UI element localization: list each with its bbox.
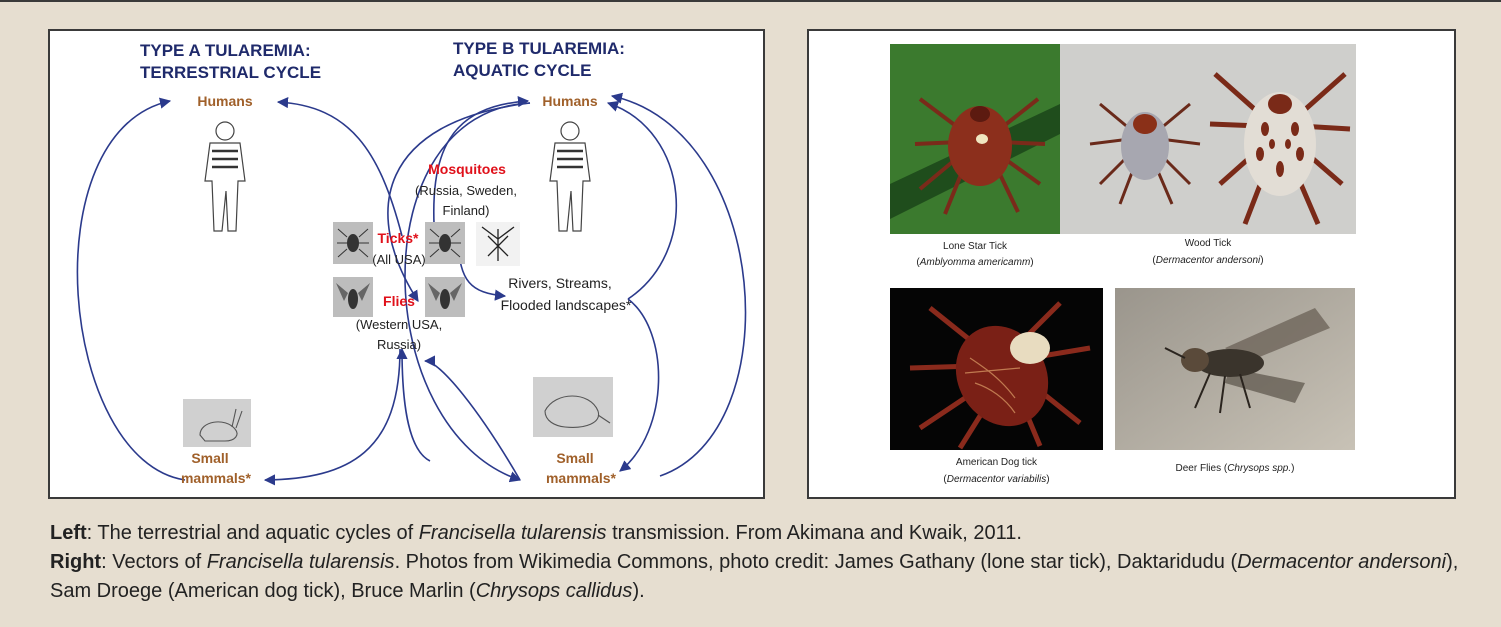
caption-right-italic: Francisella tularensis — [207, 551, 395, 573]
type-a-title-line-2: TERRESTRIAL CYCLE — [140, 63, 321, 82]
ticks-region: (All USA) — [372, 252, 425, 267]
caption-left-text-2: transmission. From Akimana and Kwaik, 20… — [607, 522, 1022, 544]
arrow-up-to-flies — [402, 349, 430, 461]
deer-fly-latin: Chrysops spp. — [1227, 463, 1291, 474]
caption-left-label: Left — [50, 522, 87, 544]
humans-label-b: Humans — [542, 93, 597, 109]
caption-left-line: Left: The terrestrial and aquatic cycles… — [50, 519, 1470, 548]
american-dog-tick-latin: Dermacentor variabilis — [947, 474, 1046, 485]
arrow-mammals-to-humans-left — [77, 101, 185, 480]
type-a-title-line-1: TYPE A TULAREMIA: — [140, 41, 311, 60]
mammals-a-line-2: mammals* — [181, 470, 252, 486]
flies-region-line-2: Russia) — [377, 337, 421, 352]
american-dog-tick-photo — [890, 288, 1103, 450]
mammals-b-line-1: Small — [556, 450, 593, 466]
wood-tick-photo — [1060, 44, 1356, 234]
arrow-loop-humans-b-to-water — [388, 103, 530, 301]
wood-tick-latin-wrap: (Dermacentor andersoni) — [1060, 255, 1356, 266]
humans-label-a: Humans — [197, 93, 252, 109]
type-b-title-line-2: AQUATIC CYCLE — [453, 61, 592, 80]
caption-right-text-4: ). — [632, 580, 644, 602]
lone-star-tick-icon — [890, 44, 1060, 234]
american-dog-tick-latin-wrap: (Dermacentor variabilis) — [890, 474, 1103, 485]
water-label-line-2: Flooded landscapes* — [501, 297, 632, 313]
arrow-mammals-b-to-mammals-a — [425, 361, 520, 480]
wood-tick-name: Wood Tick — [1060, 238, 1356, 249]
caption-right-italic-3: Chrysops callidus — [476, 580, 633, 602]
human-figure-b-icon — [550, 122, 590, 231]
tick-thumbnail-1-icon — [333, 222, 373, 264]
tick-thumbnail-2-icon — [425, 222, 465, 264]
wood-tick-icon — [1060, 44, 1356, 234]
arrow-vectors-to-humans-a — [278, 102, 402, 236]
flies-label: Flies — [383, 293, 415, 309]
ticks-label: Ticks* — [378, 230, 420, 246]
lone-star-tick-name: Lone Star Tick — [890, 241, 1060, 252]
arrow-outer-mammals-b-to-humans-b — [612, 96, 746, 476]
lone-star-tick-latin: Amblyomma americamm — [920, 257, 1031, 268]
arrow-loop-humans-b-to-mammals-b — [405, 103, 530, 480]
caption-right-italic-2: Dermacentor andersoni — [1237, 551, 1446, 573]
arrow-water-to-humans-b — [608, 103, 676, 299]
mammals-a-line-1: Small — [191, 450, 228, 466]
figure-caption: Left: The terrestrial and aquatic cycles… — [50, 519, 1470, 606]
caption-right-line: Right: Vectors of Francisella tularensis… — [50, 548, 1470, 606]
wood-tick-latin: Dermacentor andersoni — [1156, 255, 1261, 266]
deer-fly-photo — [1115, 288, 1355, 450]
caption-right-text-2: . Photos from Wikimedia Commons, photo c… — [395, 551, 1238, 573]
arrow-water-to-mammals-b — [620, 299, 659, 471]
vector-photos-panel: Lone Star Tick (Amblyomma americamm) Woo… — [807, 29, 1456, 499]
caption-right-label: Right — [50, 551, 101, 573]
transmission-cycle-diagram: TYPE A TULAREMIA: TERRESTRIAL CYCLE TYPE… — [48, 29, 765, 499]
lone-star-tick-latin-wrap: (Amblyomma americamm) — [890, 257, 1060, 268]
human-figure-a-icon — [205, 122, 245, 231]
deer-fly-name: Deer Flies — [1176, 463, 1222, 474]
american-dog-tick-icon — [890, 288, 1103, 450]
fly-thumbnail-1-icon — [333, 277, 373, 317]
water-label-line-1: Rivers, Streams, — [508, 275, 611, 291]
mosquitoes-label: Mosquitoes — [428, 161, 506, 177]
deer-fly-caption: Deer Flies (Chrysops spp.) — [1115, 463, 1355, 474]
mosquito-thumbnail-icon — [476, 222, 520, 266]
mosquitoes-region-line-1: (Russia, Sweden, — [415, 183, 517, 198]
transmission-arrows — [77, 96, 745, 480]
caption-left-text-1: : The terrestrial and aquatic cycles of — [87, 522, 419, 544]
caption-left-italic: Francisella tularensis — [419, 522, 607, 544]
mammals-b-line-2: mammals* — [546, 470, 617, 486]
american-dog-tick-name: American Dog tick — [890, 457, 1103, 468]
mosquitoes-region-line-2: Finland) — [443, 203, 490, 218]
fly-thumbnail-2-icon — [425, 277, 465, 317]
flies-region-line-1: (Western USA, — [356, 317, 442, 332]
arrow-vectors-down-mammals-a — [265, 349, 400, 480]
type-b-title-line-1: TYPE B TULAREMIA: — [453, 39, 625, 58]
beaver-sketch-icon — [533, 377, 613, 437]
lone-star-tick-photo — [890, 44, 1060, 234]
cycle-diagram-svg: TYPE A TULAREMIA: TERRESTRIAL CYCLE TYPE… — [50, 31, 763, 497]
deer-fly-icon — [1115, 288, 1355, 450]
rabbit-sketch-icon — [183, 399, 251, 447]
caption-right-text-1: : Vectors of — [101, 551, 207, 573]
